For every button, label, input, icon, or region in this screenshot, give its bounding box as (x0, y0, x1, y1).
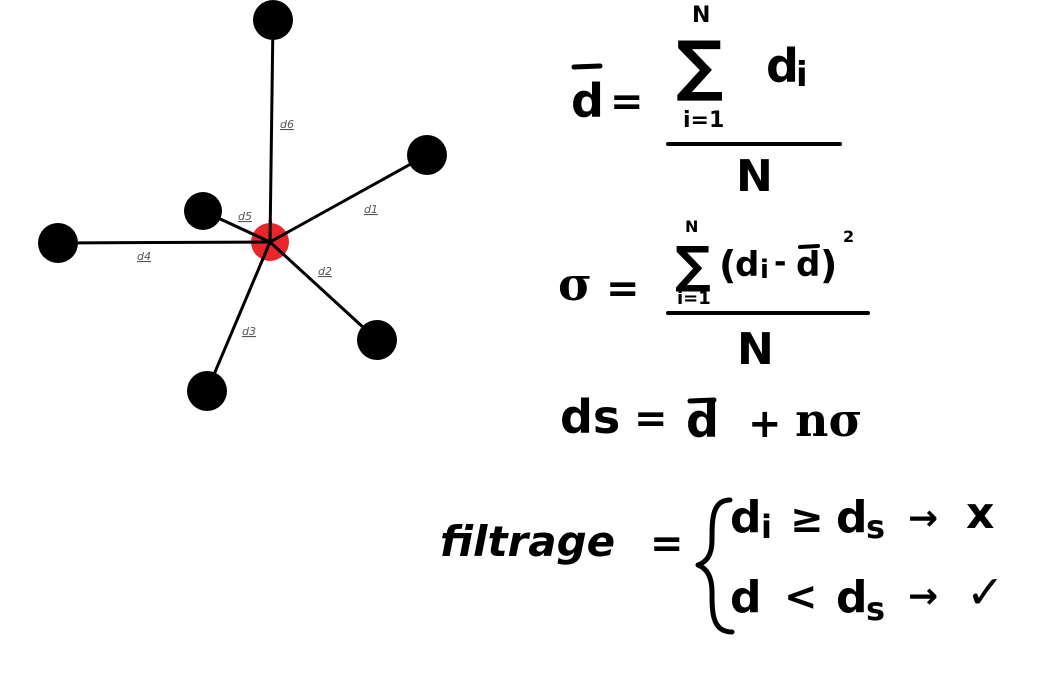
mean-term: d (766, 39, 799, 93)
mean-sum-bottom: i=1 (683, 108, 724, 133)
filter-case2-ds-sub: s (866, 590, 885, 628)
threshold-bar-d: d (686, 394, 719, 448)
sigma-term-sub: i (760, 255, 769, 285)
edge-d4 (56, 240, 272, 245)
formula-sigma: σ = N ∑ i=1 ( d i - d ) 2 N (558, 217, 870, 375)
sigma-close-paren: ) (820, 243, 837, 287)
filter-case2-result: ✓ (966, 565, 1005, 619)
filter-case2-arrow: → (908, 576, 938, 617)
filter-case1-d: d (730, 492, 762, 543)
formula-threshold: ds = d + nσ (560, 390, 862, 448)
nodes-group (38, 0, 447, 411)
threshold-rhs-tail: nσ (795, 393, 862, 447)
filter-case1-arrow: → (908, 498, 938, 539)
mean-term-sub: i (796, 55, 808, 95)
node-d6 (253, 0, 293, 40)
edge-hub-d3 (260, 240, 272, 263)
sigma-sum-top: N (685, 217, 698, 236)
threshold-bar (687, 397, 717, 404)
edge-label-d1: d1 (364, 203, 378, 216)
edge-hub-d1 (268, 230, 290, 244)
mean-denominator: N (736, 151, 773, 202)
filter-case2-d: d (730, 572, 762, 623)
edge-label-d6: d6 (280, 118, 294, 131)
node-d2 (357, 320, 397, 360)
filter-lhs: filtrage (440, 517, 615, 566)
node-d5 (184, 192, 222, 230)
mean-bar (571, 63, 603, 70)
node-d3 (187, 371, 227, 411)
sigma-denominator: N (737, 324, 774, 375)
mean-lhs: d (571, 74, 604, 128)
edge-d6 (268, 18, 275, 244)
filter-eq: = (650, 521, 684, 567)
edge-label-d2: d2 (318, 265, 332, 278)
filter-case2-ds: d (836, 572, 868, 623)
graph: d1 d2 d3 d4 d5 d6 (38, 0, 447, 411)
sigma-open-paren: ( (719, 243, 736, 287)
filter-case1-op: ≥ (790, 496, 824, 542)
mean-eq: = (610, 79, 644, 125)
edge-d2 (268, 240, 379, 342)
sigma-bar-d: d (796, 245, 820, 285)
edge-labels-group: d1 d2 d3 d4 d5 d6 (137, 118, 378, 338)
filter-case2-op: < (784, 574, 818, 620)
threshold-plus: + (748, 401, 782, 447)
edge-hub-d2 (268, 240, 287, 258)
sigma-bar (798, 244, 820, 249)
formula-filter: filtrage = d i ≥ d s → x d < d s → ✓ (440, 488, 1005, 635)
sigma-term: d (735, 245, 759, 285)
formula-mean: d = N ∑ i=1 d i N (571, 3, 842, 202)
sigma-lhs: σ (558, 257, 592, 311)
sigma-power: 2 (843, 227, 854, 246)
threshold-lhs: ds (560, 390, 620, 444)
node-d4 (38, 223, 78, 263)
mean-sum-sign: ∑ (676, 27, 723, 104)
sigma-minus: - (774, 245, 786, 280)
edge-d1 (268, 153, 429, 244)
filter-case1-ds-sub: s (866, 508, 885, 546)
node-d1 (407, 135, 447, 175)
edges-group (56, 18, 429, 393)
filter-brace (695, 497, 735, 635)
filter-case1-ds: d (836, 492, 868, 543)
sigma-sum-sign: ∑ (675, 236, 711, 294)
threshold-eq: = (634, 396, 668, 442)
edge-hub-d5 (249, 231, 272, 244)
sigma-eq: = (606, 266, 640, 312)
edge-label-d4: d4 (137, 250, 151, 263)
edge-label-d5: d5 (238, 210, 252, 223)
edge-label-d3: d3 (242, 325, 256, 338)
filter-case1-sub: i (761, 508, 772, 546)
edge-d3 (205, 240, 272, 393)
filter-case1-result: x (966, 488, 994, 539)
mean-sum-top: N (692, 3, 710, 28)
sigma-sum-bottom: i=1 (677, 288, 711, 309)
